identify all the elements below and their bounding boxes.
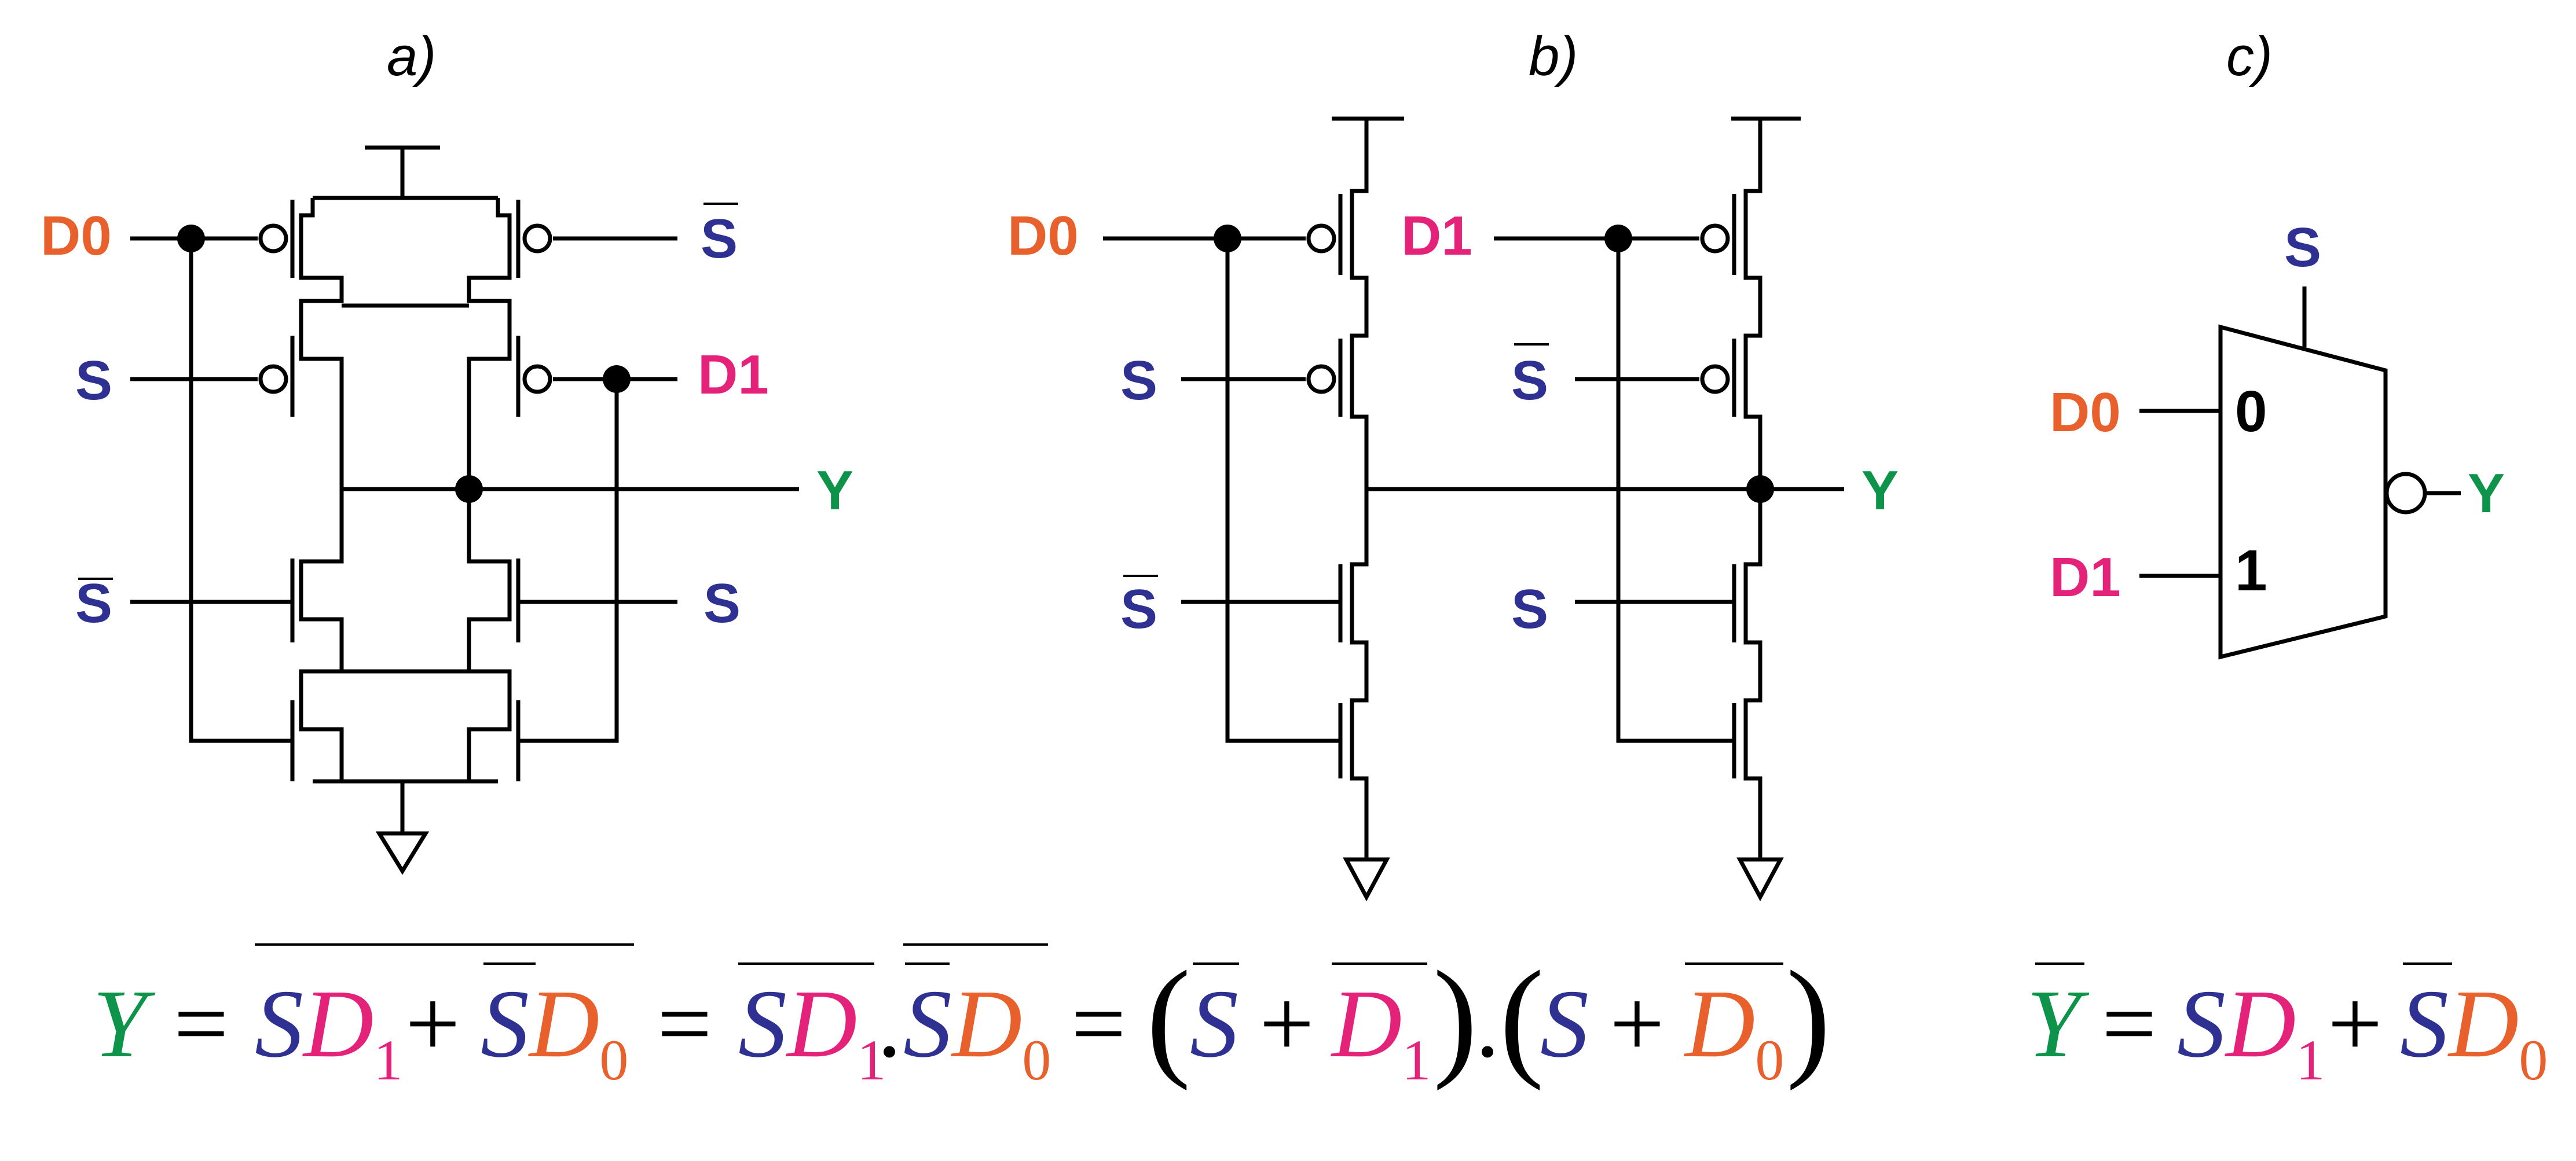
label-s-b: S (1120, 350, 1157, 412)
label-s-a: S (75, 350, 112, 412)
label-d0-a: D0 (41, 205, 112, 267)
panel-label-c: c) (2226, 25, 2273, 87)
eq-term-sd1-b: SD1 (738, 970, 886, 1092)
d1-wire-b (1494, 236, 1734, 743)
mux-inversion-bubble (2384, 472, 2427, 515)
eq-d0bar: D0 (1684, 970, 1784, 1092)
eq-d1bar: D1 (1331, 970, 1431, 1092)
nmos-left-stack-a (299, 489, 344, 781)
d0-wire-b (1103, 236, 1340, 743)
eq-plus-2: + (1259, 970, 1314, 1078)
label-y-a: Y (816, 460, 853, 521)
eq-equals-2: = (657, 970, 712, 1078)
pmos-bubble-a1 (258, 223, 288, 253)
junction-dot-a2 (603, 365, 631, 393)
label-sbar-b: S (1120, 575, 1158, 640)
pmos-bubble-b2 (1306, 364, 1336, 394)
eqc-equals: = (2102, 970, 2157, 1078)
eq-lparen-2: ( (1500, 943, 1544, 1091)
eq-rparen-1: ) (1433, 943, 1478, 1091)
eqc-sd1: SD1 (2177, 970, 2325, 1092)
junction-dot-b1 (1214, 225, 1241, 252)
ground-wire-a (313, 779, 498, 833)
eq-s-2: S (1540, 970, 1589, 1078)
stack-right-b (1731, 116, 1801, 859)
pmos-bubble-b1 (1306, 223, 1336, 253)
mux-body (2218, 324, 2388, 660)
eq-dot-2: . (1475, 970, 1500, 1078)
pmos-gates-a (290, 200, 521, 417)
junction-dot-a1 (177, 225, 205, 252)
label-sbar-right-a: S (701, 203, 738, 270)
pmos-bubble-a3 (522, 223, 552, 253)
junction-dot-b2 (1604, 225, 1632, 252)
pmos-bubble-a4 (522, 364, 552, 394)
ground-right-b (1736, 857, 1784, 902)
eq-sbar-1: S (1190, 970, 1238, 1078)
pmos-left-stack-a (299, 198, 344, 417)
eqc-ybar: Y (2027, 970, 2090, 1078)
vdd-symbol-a (365, 145, 440, 198)
pmos-right-stack-a (467, 198, 512, 417)
output-net-a (339, 417, 799, 491)
label-d1-a: D1 (698, 344, 769, 406)
pmos-bubble-a2 (258, 364, 288, 394)
ground-left-b (1343, 857, 1390, 902)
eqc-plus: + (2328, 970, 2383, 1078)
eq-equals-1: = (174, 970, 229, 1078)
eq-equals-3: = (1071, 970, 1126, 1078)
label-d0-c: D0 (2050, 381, 2121, 443)
eq-term-sd1: SD1 (255, 970, 402, 1092)
eq-term-sbar-d0-b: SD0 (903, 970, 1051, 1092)
mux-symbol-c: 0 1 S D0 D1 Y (2050, 216, 2505, 660)
label-d1-b: D1 (1401, 205, 1472, 267)
svg-text:S: S (1120, 578, 1157, 640)
circuit-a: D0 S S S D1 S Y (41, 145, 853, 875)
label-s-right-a: S (703, 572, 741, 634)
circuit-b: D0 S S D1 S S Y (1007, 116, 1899, 902)
svg-text:S: S (1511, 350, 1548, 412)
svg-text:S: S (75, 572, 112, 634)
nmos-right-stack-a (467, 489, 512, 781)
panel-label-a: a) (387, 25, 436, 87)
d0-wire-a (130, 236, 292, 743)
label-y-b: Y (1862, 460, 1899, 521)
junction-dot-a3 (455, 475, 483, 503)
ground-symbol-a (375, 831, 430, 875)
eq-dot-1: . (877, 970, 902, 1078)
stack-left-b (1332, 116, 1404, 859)
label-s-right-b: S (1511, 578, 1548, 640)
equation-c: Y = SD1 + SD0 (2027, 962, 2548, 1092)
label-y-c: Y (2468, 462, 2505, 524)
eq-rparen-2: ) (1786, 943, 1831, 1091)
mux-in1-label: 1 (2235, 538, 2267, 603)
eq-lparen-1: ( (1146, 943, 1191, 1091)
label-sbar-right-b: S (1511, 343, 1549, 412)
pmos-bubble-b3 (1700, 223, 1730, 253)
label-s-c: S (2284, 216, 2321, 278)
eq-y: Y (93, 970, 156, 1078)
eq-plus-3: + (1610, 970, 1665, 1078)
label-sbar-a: S (75, 572, 113, 634)
label-d0-b: D0 (1007, 205, 1079, 267)
eq-term-sbar-d0: SD0 (481, 970, 628, 1092)
eqc-sbar-d0: SD0 (2400, 970, 2548, 1092)
label-d1-c: D1 (2050, 546, 2121, 608)
junction-dot-b3 (1746, 475, 1774, 503)
panel-label-b: b) (1529, 25, 1578, 87)
mux-in0-label: 0 (2235, 379, 2267, 444)
pmos-bubble-b4 (1700, 364, 1730, 394)
d1-wire-a (518, 377, 677, 743)
eq-plus-1: + (405, 970, 460, 1078)
svg-text:S: S (701, 208, 738, 270)
equation-main: Y = SD1 + SD0 = SD1 . SD0 = ( S + D1 ) (93, 943, 1831, 1092)
